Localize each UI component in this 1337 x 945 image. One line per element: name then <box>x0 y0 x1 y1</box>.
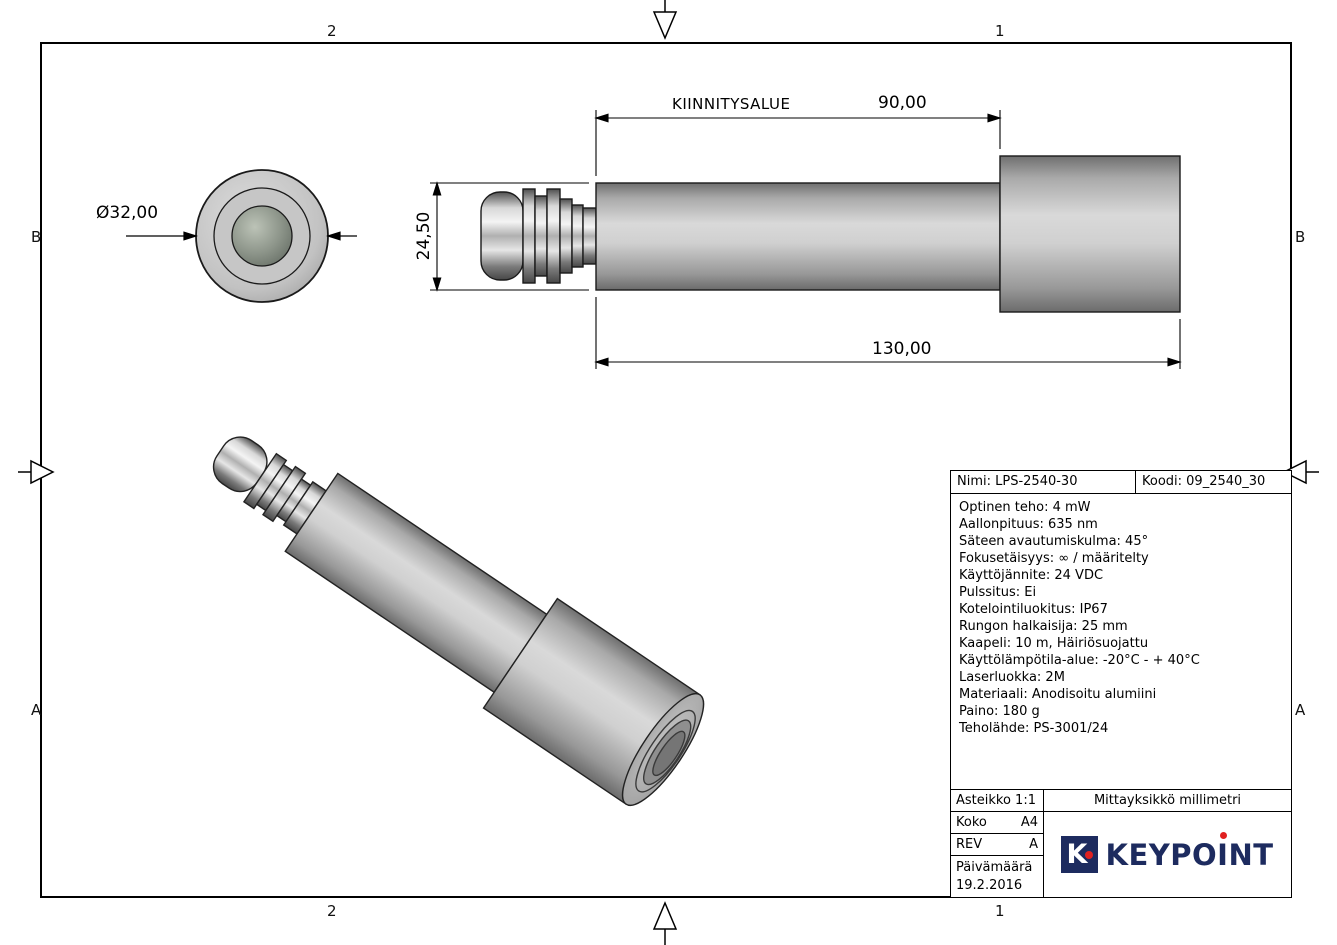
size-value: A4 <box>1020 815 1038 830</box>
zone-label-right-b: B <box>1295 228 1306 246</box>
size-label: Koko <box>956 815 987 830</box>
spec-line: Kotelointiluokitus: IP67 <box>959 602 1108 617</box>
body-height-dim-text: 24,50 <box>414 211 434 261</box>
mounting-area-dim-value: 90,00 <box>878 93 927 113</box>
total-length-dim-text: 130,00 <box>872 339 932 359</box>
date-value: 19.2.2016 <box>956 878 1023 893</box>
mounting-area-dim-label: KIINNITYSALUE <box>672 95 791 113</box>
dim-mounting-area <box>594 110 1002 176</box>
dim-total-length <box>594 297 1182 369</box>
logo-text-post: NT <box>1228 837 1274 872</box>
rev-value: A <box>1029 837 1038 852</box>
footer-left-column: Asteikko 1:1 Koko A4 REV A Päivämäärä 19… <box>951 790 1044 897</box>
spec-line: Fokusetäisyys: ∞ / määritelty <box>959 551 1149 566</box>
date-label: Päivämäärä <box>956 860 1033 875</box>
keypoint-logo-icon: K <box>1061 836 1099 873</box>
units-field: Mittayksikkö millimetri <box>1044 790 1291 812</box>
logo-text-i: I <box>1217 837 1229 872</box>
size-field: Koko A4 <box>951 812 1043 834</box>
spec-line: Säteen avautumiskulma: 45° <box>959 534 1149 549</box>
logo-k-glyph: K <box>1066 839 1088 870</box>
front-view <box>195 169 329 303</box>
rev-field: REV A <box>951 834 1043 856</box>
spec-list: Optinen teho: 4 mW Aallonpituus: 635 nm Sä… <box>951 494 1291 789</box>
side-view <box>480 155 1181 313</box>
spec-line: Laserluokka: 2M <box>959 670 1065 685</box>
dim-front-diameter <box>126 231 357 241</box>
zone-label-left-b: B <box>31 228 42 246</box>
zone-label-bottom-right: 1 <box>995 902 1005 920</box>
spec-line: Aallonpituus: 635 nm <box>959 517 1098 532</box>
rev-label: REV <box>956 837 983 852</box>
spec-line: Kaapeli: 10 m, Häiriösuojattu <box>959 636 1149 651</box>
spec-line: Paino: 180 g <box>959 704 1040 719</box>
part-code: Koodi: 09_2540_30 <box>1142 474 1266 489</box>
centering-marks <box>18 0 1319 945</box>
logo-red-dot-icon <box>1085 851 1094 859</box>
zone-label-left-a: A <box>31 701 42 719</box>
keypoint-logo-text: KEYPOINT <box>1105 838 1273 872</box>
logo-text-pre: KEYPO <box>1105 837 1218 872</box>
title-block: Nimi: LPS-2540-30 Koodi: 09_2540_30 Opti… <box>950 470 1292 898</box>
date-field: Päivämäärä 19.2.2016 <box>951 856 1043 898</box>
spec-line: Optinen teho: 4 mW <box>959 500 1091 515</box>
spec-line: Käyttölämpötila-alue: -20°C - + 40°C <box>959 653 1200 668</box>
title-block-header: Nimi: LPS-2540-30 Koodi: 09_2540_30 <box>951 471 1291 494</box>
company-logo: K KEYPOINT <box>1044 812 1291 897</box>
zone-label-bottom-left: 2 <box>327 902 337 920</box>
front-diameter-dim-text: Ø32,00 <box>96 203 159 223</box>
footer-right-column: Mittayksikkö millimetri K KEYPOINT <box>1044 790 1291 897</box>
dim-body-height <box>430 181 589 292</box>
zone-label-top-left: 2 <box>327 22 337 40</box>
scale-field: Asteikko 1:1 <box>951 790 1043 812</box>
spec-line: Pulssitus: Ei <box>959 585 1037 600</box>
spec-line: Materiaali: Anodisoitu alumiini <box>959 687 1157 702</box>
spec-line: Käyttöjännite: 24 VDC <box>959 568 1104 583</box>
zone-label-top-right: 1 <box>995 22 1005 40</box>
isometric-view <box>212 436 705 807</box>
zone-label-right-a: A <box>1295 701 1306 719</box>
part-name: Nimi: LPS-2540-30 <box>951 471 1136 493</box>
title-block-footer: Asteikko 1:1 Koko A4 REV A Päivämäärä 19… <box>951 789 1291 897</box>
spec-line: Rungon halkaisija: 25 mm <box>959 619 1128 634</box>
spec-line: Teholähde: PS-3001/24 <box>959 721 1109 736</box>
